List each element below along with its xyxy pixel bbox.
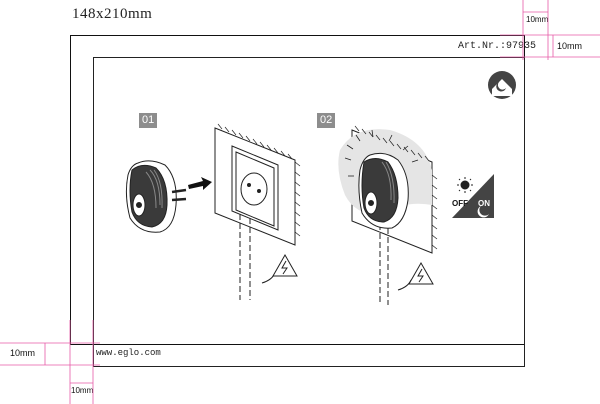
night-light-icon <box>125 160 187 233</box>
on-label-text: ON <box>478 199 490 208</box>
off-label-text: OFF <box>452 199 468 208</box>
sun-icon <box>457 177 473 193</box>
article-number: Art.Nr.:97935 <box>458 41 537 52</box>
night-light-icon <box>358 152 409 229</box>
step-badge-02: 02 <box>317 113 336 128</box>
website-url: www.eglo.com <box>96 348 161 358</box>
wall-socket-icon <box>214 123 301 300</box>
inner-frame <box>93 57 525 367</box>
dimension-label-top-right-horizontal: 10mm <box>557 41 583 51</box>
dimension-label-bottom-left-horizontal: 10mm <box>10 348 36 358</box>
moon-icon <box>477 206 489 218</box>
off-label: OFF <box>452 193 468 211</box>
house-night-icon <box>488 71 516 99</box>
dimension-label-top-right-vertical: 10mm <box>526 15 549 24</box>
high-voltage-icon <box>261 253 298 284</box>
step-badge-01: 01 <box>139 113 158 128</box>
dimension-label-bottom-left-vertical: 10mm <box>71 386 94 395</box>
page-size-title: 148x210mm <box>72 6 153 22</box>
on-label: ON <box>478 193 490 211</box>
arrow-right-icon <box>188 177 212 190</box>
light-mode-panel <box>452 174 494 218</box>
high-voltage-icon <box>397 261 434 291</box>
